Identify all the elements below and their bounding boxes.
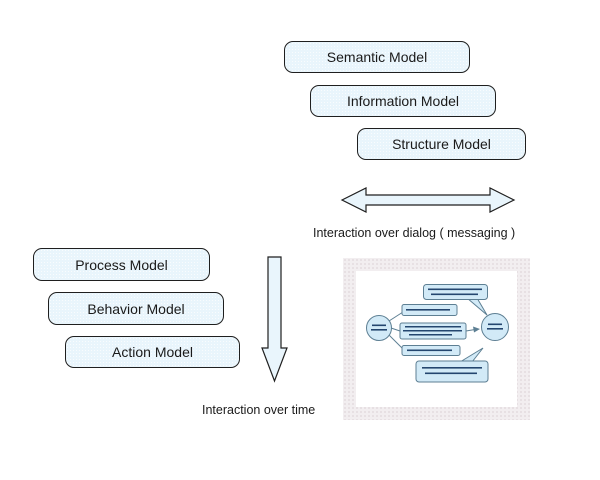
box-action-model-label: Action Model bbox=[112, 344, 193, 360]
box-process-model-label: Process Model bbox=[75, 256, 168, 273]
caption-interaction-over-time: Interaction over time bbox=[202, 403, 316, 417]
box-action-model: Action Model bbox=[65, 336, 240, 368]
thumb-bubble-top bbox=[423, 284, 488, 316]
box-structure-model-label: Structure Model bbox=[392, 136, 491, 152]
box-semantic-model-label: Semantic Model bbox=[326, 49, 428, 65]
box-information-model-label: Information Model bbox=[346, 93, 460, 109]
thumb-bubble-bottom bbox=[415, 347, 489, 383]
box-process-model: Process Model bbox=[33, 248, 210, 281]
box-structure-model: Structure Model bbox=[357, 128, 526, 160]
thumb-bubble-3 bbox=[399, 322, 480, 340]
thumb-connector-lines bbox=[388, 311, 404, 350]
double-arrow-horizontal bbox=[340, 187, 516, 213]
box-behavior-model-label: Behavior Model bbox=[87, 300, 185, 317]
dialog-thumbnail-diagram bbox=[366, 284, 509, 383]
thumb-bubble-4 bbox=[401, 345, 461, 356]
thumb-bubble-2 bbox=[401, 304, 458, 316]
down-arrow-vertical bbox=[261, 256, 288, 383]
dialog-thumbnail-canvas bbox=[356, 271, 517, 407]
thumb-right-party-ellipse bbox=[481, 313, 509, 341]
box-information-model: Information Model bbox=[310, 85, 496, 117]
thumb-left-party-ellipse bbox=[366, 315, 392, 341]
dialog-thumbnail-image bbox=[343, 258, 530, 420]
caption-interaction-over-dialog: Interaction over dialog ( messaging ) bbox=[313, 226, 516, 240]
box-behavior-model: Behavior Model bbox=[48, 292, 224, 325]
box-semantic-model: Semantic Model bbox=[284, 41, 470, 73]
